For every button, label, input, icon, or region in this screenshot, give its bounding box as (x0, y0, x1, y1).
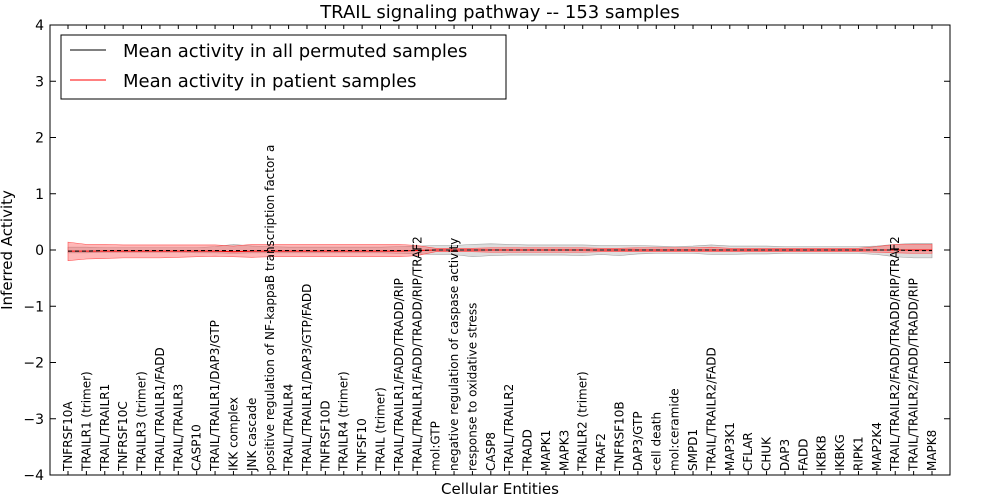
y-axis: −4 −3 −2 −1 0 1 2 3 4 (23, 18, 950, 484)
legend: Mean activity in all permuted samples Me… (60, 34, 507, 100)
x-tick-label: JNK cascade (245, 398, 259, 472)
x-tick-label: RIPK1 (851, 436, 865, 471)
legend-box (60, 34, 507, 100)
y-tick-label: 2 (35, 131, 44, 147)
x-tick-label: cell death (649, 412, 663, 471)
x-tick-label: TRAIL/TRAILR1/DAP3/GTP (208, 320, 222, 472)
x-tick-label: TRAILR3 (trimer) (135, 371, 149, 472)
band-permuted (67, 242, 933, 259)
x-tick-label: TRAIL/TRAILR2/FADD (704, 347, 718, 472)
legend-label-patient: Mean activity in patient samples (123, 71, 417, 92)
x-tick-label: negative regulation of caspase activity (447, 238, 461, 471)
y-tick-label: −2 (23, 356, 44, 372)
x-tick-label: TRAF2 (594, 433, 608, 472)
x-tick-label: DAP3 (778, 439, 792, 471)
x-tick-label: IKBKB (815, 435, 829, 471)
x-tick-label: TRAIL/TRAILR1 (98, 384, 112, 472)
series-line-patient (68, 249, 932, 253)
x-tick-label: TRAIL/TRAILR1/DAP3/GTP/FADD (300, 284, 314, 472)
x-tick-label: mol:ceramide (668, 388, 682, 471)
x-tick-label: IKK complex (226, 397, 240, 471)
x-tick-labels: TNFRSF10A TRAILR1 (trimer) TRAIL/TRAILR1 TN… (61, 25, 939, 475)
x-tick-label: MAPK3 (557, 430, 571, 471)
x-tick-label: TNFRSF10D (318, 400, 332, 472)
x-tick-label: TRAIL/TRAILR1/FADD/TRADD/RIP (392, 278, 406, 472)
x-tick-label: positive regulation of NF-kappaB transcr… (263, 145, 277, 471)
x-tick-label: TRAIL/TRAILR2/FADD/TRADD/RIP (907, 278, 921, 472)
x-axis-label: Cellular Entities (441, 480, 559, 498)
series-lines (68, 249, 932, 253)
x-tick-label: TRAIL/TRAILR4 (282, 384, 296, 472)
x-tick-label: FADD (796, 439, 810, 472)
y-tick-label: 4 (35, 18, 44, 34)
x-tick-label: TRAILR4 (trimer) (337, 371, 351, 472)
x-tick-label: IKBKG (833, 434, 847, 471)
y-axis-label: Inferred Activity (0, 190, 16, 310)
confidence-bands (67, 241, 933, 262)
x-tick-label: TNFRSF10C (116, 401, 130, 472)
y-tick-label: −1 (23, 299, 44, 315)
y-tick-label: −3 (23, 412, 44, 428)
x-tick-label: MAPK8 (925, 430, 939, 471)
x-tick-label: DAP3/GTP (631, 411, 645, 471)
x-tick-label: TRAILR2 (trimer) (576, 371, 590, 472)
x-tick-label: CASP8 (484, 432, 498, 471)
x-tick-label: MAPK1 (539, 430, 553, 471)
x-tick-label: TNFRSF10B (612, 401, 626, 472)
x-tick-label: TRAIL/TRAILR1/FADD (153, 347, 167, 472)
x-tick-label: CASP10 (190, 424, 204, 471)
x-tick-label: TRAIL/TRAILR1/FADD/TRADD/RIP/TRAF2 (410, 236, 424, 472)
x-tick-label: CFLAR (741, 432, 755, 471)
x-tick-label: TRAIL/TRAILR2/FADD/TRADD/RIP/TRAF2 (888, 236, 902, 472)
x-tick-label: CHUK (760, 436, 774, 471)
x-tick-label: MAP3K1 (723, 422, 737, 471)
legend-label-permuted: Mean activity in all permuted samples (123, 41, 467, 62)
x-tick-label: TNFSF10 (355, 418, 369, 472)
x-tick-label: mol:GTP (429, 421, 443, 471)
x-tick-label: TRAIL/TRAILR3 (171, 384, 185, 472)
x-tick-label: TRAILR1 (trimer) (79, 371, 93, 472)
x-tick-label: TRAIL/TRAILR2 (502, 384, 516, 472)
chart-title: TRAIL signaling pathway -- 153 samples (319, 2, 680, 23)
y-tick-label: 0 (35, 243, 44, 259)
x-tick-label: TNFRSF10A (61, 401, 75, 472)
y-tick-label: −4 (23, 468, 44, 484)
x-tick-label: MAP2K4 (870, 422, 884, 471)
x-tick-label: TRAIL (trimer) (374, 387, 388, 472)
x-tick-label: response to oxidative stress (465, 303, 479, 471)
band-patient (67, 241, 933, 262)
y-tick-label: 3 (35, 74, 44, 90)
y-tick-label: 1 (35, 187, 44, 203)
x-tick-label: TRADD (521, 429, 535, 472)
x-tick-label: SMPD1 (686, 429, 700, 471)
